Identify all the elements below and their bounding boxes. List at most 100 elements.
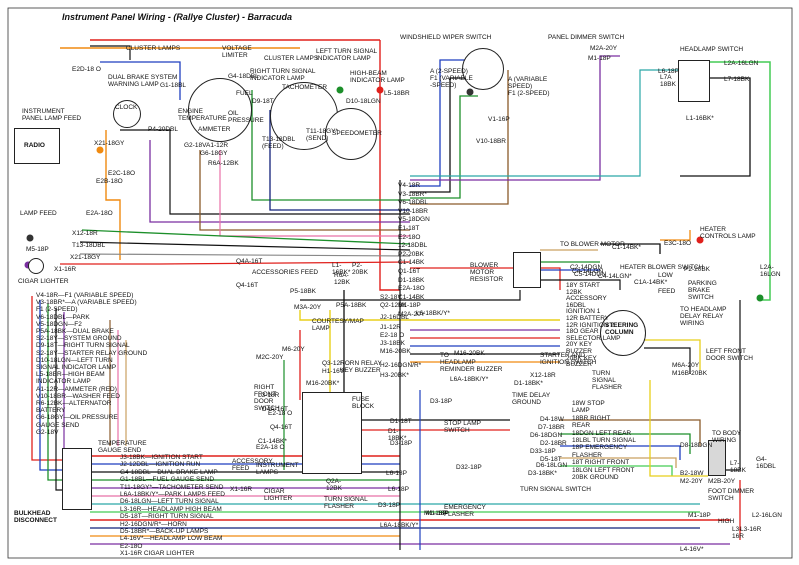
accessories-feed-label: ACCESSORIES FEED — [252, 269, 319, 276]
wire-code-label-g4-16dbl: G4- 16DBL — [756, 456, 776, 470]
left-wire-label: G6-18GY—OIL PRESSURE — [36, 414, 118, 422]
wire-code-label-r6a-12bk2: R6A- 12BK — [334, 272, 350, 286]
wire-code-label-v10-18br: V10-18BR — [476, 138, 506, 145]
wire-code-label-p2-20bk: P2-20BK — [684, 266, 711, 273]
connector-dot-6 — [696, 236, 704, 244]
wire-code-label-q4a-16t: Q4A-16T — [236, 258, 263, 265]
bottom-wire-label: G1-18BL—FUEL GAUGE SEND — [120, 476, 215, 484]
wire-code-label-e2b-18o: E2B-18O — [96, 178, 123, 185]
cluster-lamps-label: CLUSTER LAMPS — [126, 45, 181, 52]
right-column-wire-label: V3-18BR* — [398, 190, 427, 198]
wire-code-label-j2-16dbl: J2-16DBL — [380, 314, 409, 321]
lamp-feed-label: LAMP FEED — [20, 210, 57, 217]
heater-controls-lamp-label: HEATER CONTROLS LAMP — [700, 226, 756, 240]
left-wire-label: S2-18Y—STARTER RELAY GROUND — [36, 349, 148, 357]
wire-lightgreen-66 — [560, 465, 673, 476]
right-column-wire-label: E2A-18O — [398, 285, 425, 293]
left-wire-label: V3-18BR*—A (VARIABLE SPEED) — [36, 299, 137, 307]
cigar-lighter-label: CIGAR LIGHTER — [18, 278, 69, 285]
connector-dot-4 — [376, 86, 384, 94]
wire-teal-21 — [410, 69, 680, 177]
wire-code-label-v1-16p: V1-16P — [488, 116, 510, 123]
wire-code-label-m16-20bk2: M16-20BK* — [306, 380, 340, 387]
speedometer-gauge — [325, 108, 377, 160]
body-wiring-connector — [708, 440, 726, 476]
wire-red-4 — [379, 40, 400, 291]
wire-black-8 — [120, 129, 410, 215]
blower-resistor-box — [513, 252, 541, 288]
wire-code-label-d6-18dgn: D6-18DGN — [530, 432, 563, 439]
turn-signal-wire-label: 18LGN LEFT FRONT — [572, 466, 635, 474]
wire-code-label-s2-18y: S2-18Y — [380, 294, 402, 301]
bottom-wire-label: L3-16R—HEADLAMP HIGH BEAM — [120, 505, 222, 513]
left-front-door-switch-label: LEFT FRONT DOOR SWITCH — [706, 348, 753, 362]
left-wire-label: P5A-18BK—DUAL BRAKE — [36, 328, 114, 335]
steering-wire-label: SELECTOR LAMP — [566, 334, 621, 342]
dual-brake-label: DUAL BRAKE SYSTEM WARNING LAMP — [108, 74, 178, 88]
wire-code-label-d1-18bk: D1-18BK* — [514, 380, 543, 387]
wire-code-label-h1-16v: H1-16V — [322, 368, 345, 375]
wire-code-label-m6-20y: M6-20Y — [282, 346, 305, 353]
right-column-wire-label: D1-18BK — [398, 276, 425, 284]
steering-wire-label: IGNITION 1 — [566, 308, 601, 316]
wire-yellow-31 — [299, 310, 560, 321]
fuse-block-label: FUSE BLOCK — [352, 396, 375, 410]
wire-orange-7 — [105, 130, 121, 260]
right-column-wire-label: V4-18R — [398, 182, 421, 189]
wire-code-label-q4-16t2: Q4-16T — [270, 424, 293, 431]
headlamp-reminder-buzzer-label: TO HEADLAMP REMINDER BUZZER — [440, 352, 503, 373]
right-column-wire-label: V5-18DGN — [398, 216, 430, 224]
wire-code-label-q4-16t: Q4-16T — [236, 282, 259, 289]
diagram-title: Instrument Panel Wiring - (Rallye Cluste… — [62, 12, 292, 22]
wire-code-label-d8-18dgn: D8-18DGN — [680, 442, 713, 449]
bottom-wire-label: L6A-18BK/Y*—PARK LAMPS FEED — [120, 491, 226, 498]
wire-code-label-d4a-16t: D4A-16T — [262, 406, 289, 413]
wire-code-label-c1-14bk: C1-14BK* — [612, 244, 641, 251]
bottom-wire-label: D5-18T—RIGHT TURN SIGNAL — [120, 513, 214, 521]
frame-layer — [7, 7, 793, 559]
high-label: HIGH — [718, 518, 735, 525]
bottom-wire-label: E2-18O — [120, 542, 143, 550]
wire-code-label-l7a-18bk: L7A 18BK — [660, 74, 676, 88]
wire-blue-16 — [410, 59, 470, 187]
turn-signal-wire-label: 18T RIGHT FRONT — [572, 459, 630, 467]
wire-black-26 — [600, 243, 661, 254]
to-body-wiring-label: TO BODY WIRING — [712, 430, 742, 444]
wire-code-label-m5-18p: M5-18P — [26, 246, 49, 253]
wire-darkblue-6 — [269, 110, 410, 211]
left-wire-label: R6-12BK—ALTERNATOR — [36, 400, 112, 407]
left-wire-label: V6-18DBL—PARK — [36, 313, 90, 321]
left-wire-label: V5-18DGN—F2 — [36, 320, 82, 328]
temp-gauge-send-label: TEMPERATURE GAUGE SEND — [98, 440, 147, 454]
wire-code-label-h3-20bk: H3-20BK* — [380, 372, 409, 379]
wire-code-label-m1-18p2: M1-18P — [688, 512, 711, 519]
bottom-wire-label: J3-18BK—IGNITION START — [120, 454, 203, 461]
wire-code-label-r6a-12bk: R6A-12BK — [208, 160, 239, 167]
wire-code-label-l1-16bk2: L1- 16BK* — [332, 262, 351, 276]
turn-signal-wire-label: REAR — [572, 422, 591, 430]
steering-wire-label: 18O GEAR — [566, 328, 599, 336]
left-wire-label: INDICATOR LAMP — [36, 378, 91, 386]
starter-ignition-switch-label: STARTER AND IGNITION SWITCH — [540, 352, 597, 366]
wire-black-32 — [300, 290, 521, 301]
wire-purple-9 — [149, 140, 410, 223]
wire-code-label-d1-18t: D1-18T — [390, 418, 412, 425]
right-column-wire-label: E1-18T — [398, 225, 420, 232]
wire-code-label-m16b-20bk: M16B-20BK — [672, 370, 708, 377]
wire-code-label-t13-18dbl: T13-18DBL — [72, 242, 106, 249]
oil-pressure-label: OIL PRESSURE — [228, 110, 264, 124]
wire-code-label-j1-12r: J1-12R — [380, 324, 401, 331]
wire-black-13 — [79, 241, 411, 251]
wire-code-label-m2-20y: M2-20Y — [680, 478, 703, 485]
wire-green-12 — [81, 229, 411, 245]
instrument-panel-lamp-feed-label: INSTRUMENT PANEL LAMP FEED — [22, 108, 82, 122]
wire-black-39 — [644, 347, 691, 374]
wire-code-label-d6-18lgn: D6-18LGN — [536, 462, 568, 469]
wire-code-label-l3-16r: L3- 16R — [732, 526, 744, 540]
wire-tan-65 — [560, 457, 677, 468]
wire-code-label-m6a-20y: M6A-20Y — [672, 362, 700, 369]
high-beam-label: HIGH-BEAM INDICATOR LAMP — [350, 70, 405, 84]
wire-code-label-m16-20bk: M16-20BK — [380, 348, 411, 355]
right-column-wire-label: C1-14BK — [398, 293, 425, 301]
